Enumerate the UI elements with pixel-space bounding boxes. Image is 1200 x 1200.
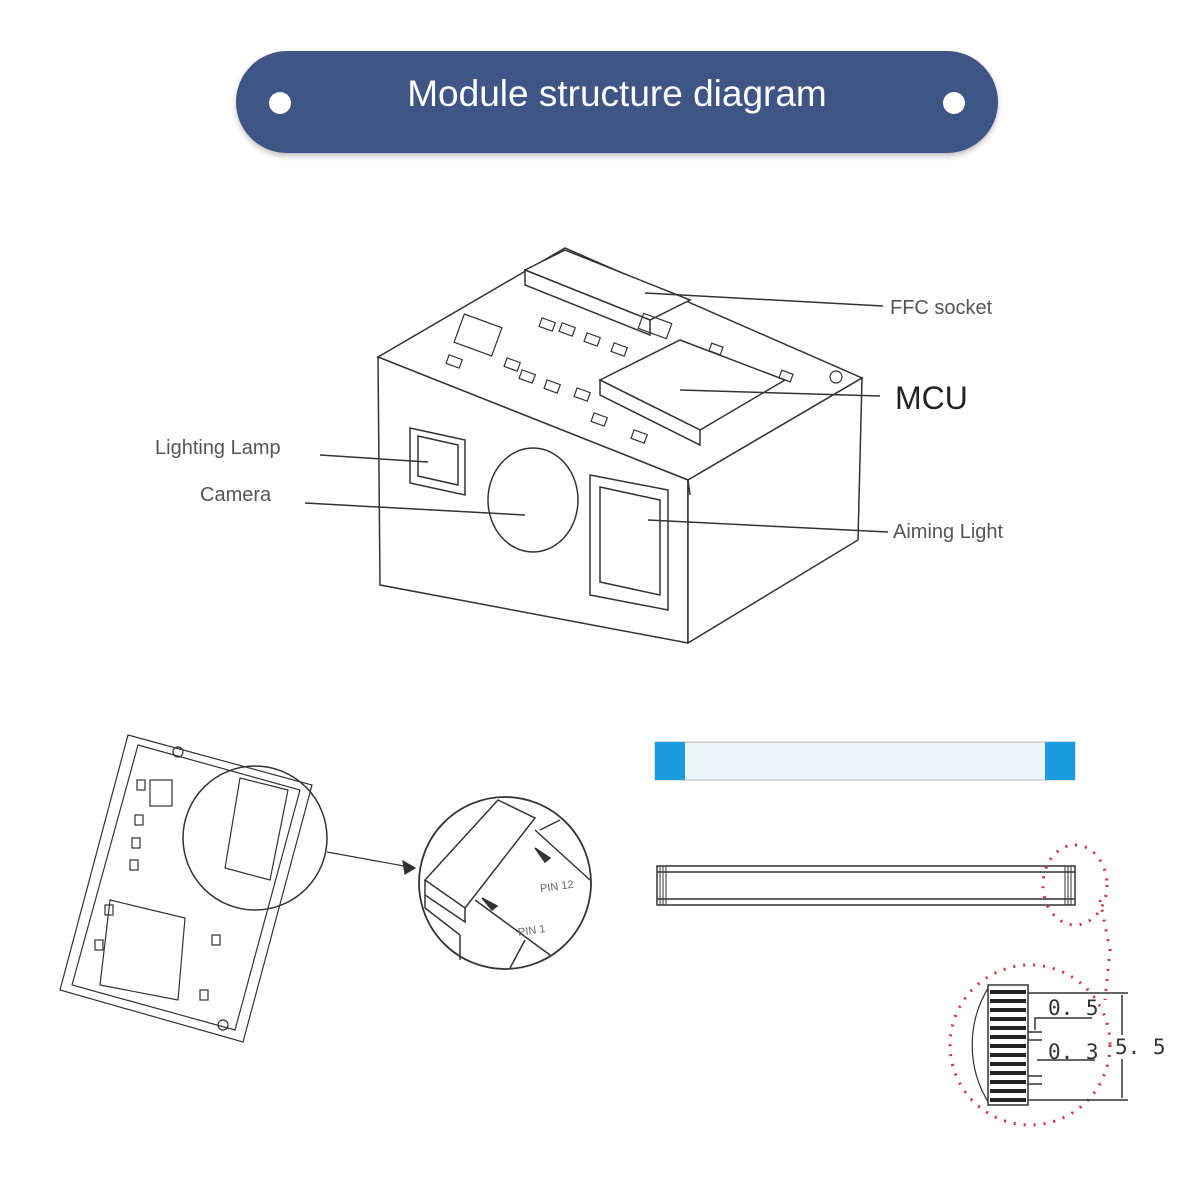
label-mcu: MCU (895, 380, 968, 416)
ffc-end-detail (971, 984, 1128, 1106)
camera-lens (487, 447, 579, 553)
banner-hole-left (269, 92, 291, 114)
detail-callout-dotted (948, 843, 1112, 1127)
dimension-gap: 0. 3 (1048, 1040, 1099, 1064)
label-camera: Camera (200, 484, 272, 506)
label-lighting-lamp: Lighting Lamp (155, 437, 281, 459)
page-title: Module structure diagram (407, 73, 827, 114)
label-aiming-light: Aiming Light (893, 521, 1004, 543)
lighting-lamp-window (409, 427, 466, 496)
aiming-light-window (589, 474, 669, 611)
module-3d-drawing (304, 247, 889, 645)
ffc-cable-bottom (656, 865, 1076, 906)
title-banner: Module structure diagram (236, 51, 998, 153)
banner-hole-right (943, 92, 965, 114)
label-ffc-socket: FFC socket (890, 297, 993, 319)
pcb-drawing (59, 734, 417, 1043)
dimension-pitch: 0. 5 (1048, 996, 1099, 1020)
ffc-cable-top (654, 741, 1076, 781)
pin-detail-zoom (418, 796, 592, 970)
dimension-width: 5. 5 (1115, 1035, 1166, 1059)
